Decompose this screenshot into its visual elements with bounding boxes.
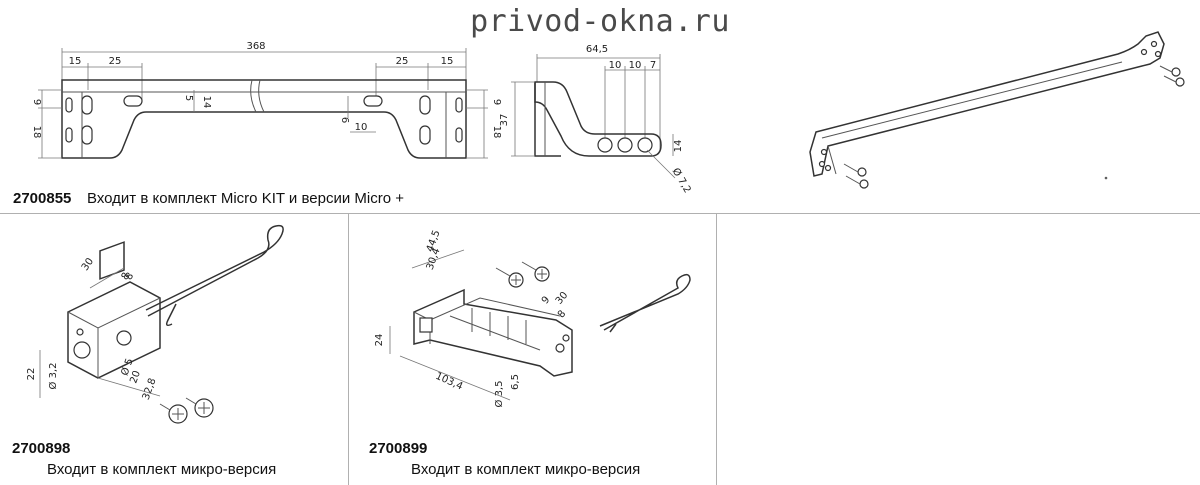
dim-9-right: 9: [491, 99, 502, 105]
dim-30-b: 30: [554, 290, 571, 307]
dim-8: 8: [556, 308, 569, 320]
dim-7: 7: [650, 60, 656, 71]
dim-3-2: Ø 3,2: [47, 363, 59, 390]
dim-hole-7-2: Ø 7,2: [670, 166, 694, 195]
dim-22: 22: [26, 368, 37, 381]
cotter-pin-icon: [599, 273, 691, 333]
dim-10a: 10: [609, 60, 622, 71]
dim-14: 14: [201, 96, 212, 109]
dim-37: 37: [499, 114, 510, 127]
dim-15-right: 15: [441, 56, 454, 67]
cotter-pin-icon: [145, 224, 284, 327]
pin-clip-drawing: 30 8 8 22 Ø 3,2 Ø 5 20 32,8: [26, 224, 284, 424]
dim-18-left: 18: [31, 126, 42, 139]
screw-icon: [843, 65, 1185, 189]
screw-icon: [495, 261, 550, 288]
dim-14-side: 14: [673, 140, 684, 153]
dim-25-right: 25: [396, 56, 409, 67]
dim-30: 30: [80, 256, 96, 273]
bracket-side-drawing: 64,5 10 10 7 37 14 Ø 7,2: [499, 44, 694, 195]
part-code-2700899: 2700899: [369, 440, 428, 457]
site-title: privod-okna.ru: [470, 4, 730, 39]
divider-vertical-1: [348, 213, 349, 485]
dim-5-dia: Ø 5: [119, 357, 136, 377]
dim-10b: 10: [629, 60, 642, 71]
part-code-2700898: 2700898: [12, 440, 71, 457]
bracket-isometric-drawing: [809, 31, 1185, 189]
dim-9: 9: [540, 294, 553, 306]
screw-icon: [159, 397, 214, 424]
divider-horizontal: [0, 213, 1200, 214]
part-caption-2700898: Входит в комплект микро-версия: [47, 461, 277, 478]
dim-64-5: 64,5: [586, 44, 608, 55]
bracket-front-drawing: 368 15 25 25 15 9 18 9 18 5 14 6 10: [31, 41, 502, 159]
dim-5: 5: [183, 95, 194, 101]
bracket-support-drawing: 44,5 30,4 9 30 8 24 103,4 Ø 3,5 6,5: [374, 229, 691, 408]
dim-6: 6: [339, 117, 350, 123]
part-caption-2700899: Входит в комплект микро-версия: [411, 461, 641, 478]
dim-10: 10: [355, 122, 368, 133]
dim-25-left: 25: [109, 56, 122, 67]
divider-vertical-2: [716, 213, 717, 485]
dim-8b: 8: [124, 271, 137, 283]
dim-103-4: 103,4: [434, 371, 465, 393]
part-caption-2700855: Входит в комплект Micro KIT и версии Mic…: [87, 190, 404, 207]
dim-20: 20: [128, 369, 143, 385]
dim-24: 24: [374, 334, 385, 347]
dim-15-left: 15: [69, 56, 82, 67]
dim-368: 368: [246, 41, 265, 52]
part-code-2700855: 2700855: [13, 190, 72, 207]
dim-18-right: 18: [491, 126, 502, 139]
dim-3-5: Ø 3,5: [493, 381, 505, 408]
dim-32-8: 32,8: [141, 377, 159, 402]
dim-6-5: 6,5: [510, 374, 521, 390]
dim-9-left: 9: [31, 99, 42, 105]
dim-8a: 8: [120, 271, 133, 283]
